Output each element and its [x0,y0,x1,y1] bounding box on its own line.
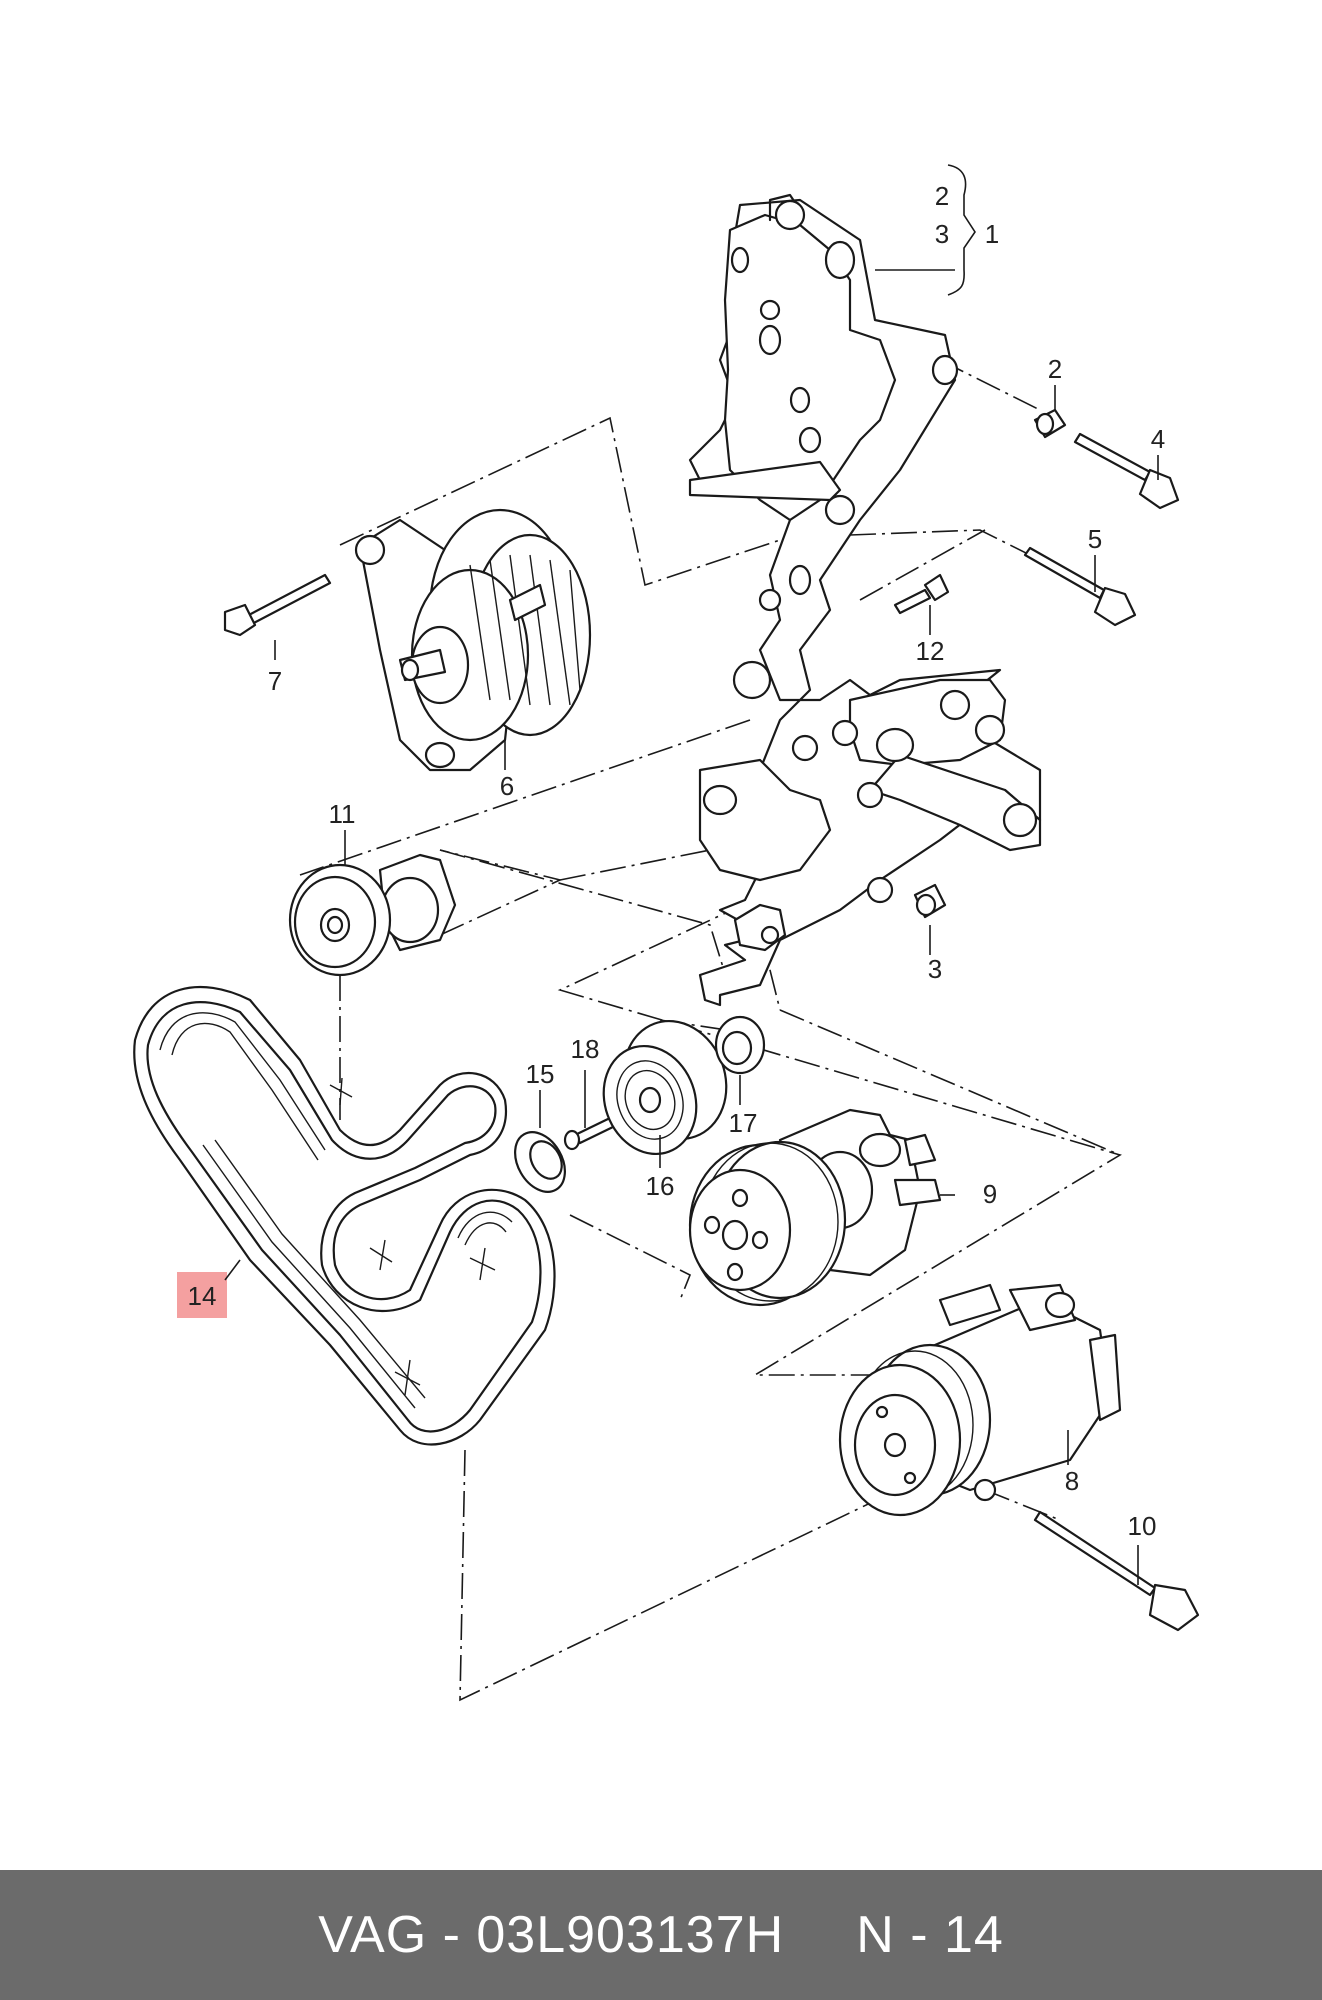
cap-17 [714,1015,766,1075]
ribbed-belt [133,986,556,1446]
callout-14-highlight [177,1272,227,1318]
callout-9: 9 [983,1179,997,1209]
bushing-lower [913,883,947,919]
assembly-guide-lines [299,359,1122,1702]
callout-2a: 2 [935,181,949,211]
callout-1: 1 [985,219,999,249]
callout-4: 4 [1151,424,1165,454]
bolt-5 [1023,546,1137,627]
callout-16: 16 [646,1171,675,1201]
callout-3b: 3 [928,954,942,984]
bolt-4 [1073,432,1180,510]
callout-10: 10 [1128,1511,1157,1541]
diagram-position: N - 14 [856,1906,1004,1964]
ac-compressor [838,1283,1122,1517]
bolt-10 [1033,1510,1200,1632]
callout-6: 6 [500,771,514,801]
callout-11: 11 [329,799,356,829]
callout-5: 5 [1088,524,1102,554]
idler-pulley-11 [288,853,457,977]
callout-8: 8 [1065,1466,1079,1496]
callout-3a: 3 [935,219,949,249]
callout-numbers: 2 3 1 2 4 5 12 7 6 11 3 15 18 17 16 9 14… [188,181,1166,1541]
bolt-12 [893,573,950,615]
bolt-18 [563,1116,617,1151]
cap-15 [514,1131,566,1193]
bushing-upper [1033,408,1067,439]
callout-2b: 2 [1048,354,1062,384]
part-number-footer: VAG - 03L903137H N - 14 [0,1870,1322,2000]
callout-7: 7 [268,666,282,696]
callout-18: 18 [571,1034,600,1064]
callout-14: 14 [188,1281,217,1311]
callout-17: 17 [729,1108,758,1138]
bolt-7 [223,573,332,637]
pulley-16 [602,1019,728,1156]
engine-bracket [688,193,1042,1007]
callout-12: 12 [916,636,945,666]
alternator [354,508,592,772]
part-number: VAG - 03L903137H [318,1906,785,1964]
power-steering-pump [688,1108,942,1307]
parts-diagram: 2 3 1 2 4 5 12 7 6 11 3 15 18 17 16 9 14… [133,164,1200,1702]
leader-lines [224,164,1159,1585]
callout-15: 15 [526,1059,555,1089]
